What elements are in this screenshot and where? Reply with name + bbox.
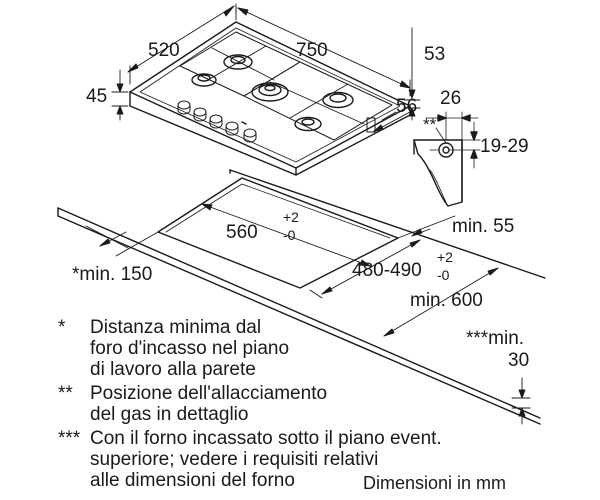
dimension-min-counter	[383, 267, 499, 337]
label-cutout-depth: 480-490	[352, 260, 422, 281]
label-width: 750	[296, 40, 328, 61]
burner-icon	[251, 82, 289, 102]
dimension-min-wall	[85, 225, 159, 257]
label-min-below-2: 30	[508, 350, 529, 371]
gas-connection-detail	[413, 111, 481, 207]
dimension-offset-top	[403, 27, 421, 121]
label-height: 45	[86, 86, 107, 107]
label-offset-side: 56	[396, 96, 417, 117]
label-depth: 520	[148, 40, 180, 61]
label-fitting-height: 19-29	[480, 136, 529, 157]
label-fitting-width: 26	[440, 88, 461, 109]
label-offset-top: 53	[424, 44, 445, 65]
label-min-front: min. 55	[452, 216, 514, 237]
label-cutout-depth-tol-minus: -0	[437, 267, 450, 283]
burner-icon	[191, 73, 217, 87]
label-cutout-width: 560	[226, 222, 258, 243]
units-caption: Dimensioni in mm	[363, 473, 507, 493]
control-knobs	[177, 100, 257, 143]
label-cutout-width-tol-minus: -0	[283, 227, 296, 243]
burner-icon	[322, 91, 354, 109]
label-min-below-1: ***min.	[466, 328, 524, 349]
dimension-height	[111, 69, 129, 121]
burner-icon	[294, 116, 322, 132]
label-detail-marker: **	[423, 115, 437, 134]
dimension-cutout-width	[201, 203, 371, 267]
label-cutout-width-tol-plus: +2	[283, 209, 299, 225]
dimension-cutout-depth	[309, 239, 421, 299]
dimension-min-below	[511, 377, 531, 425]
label-cutout-depth-tol-plus: +2	[437, 249, 453, 265]
dimension-offset-side	[372, 111, 411, 133]
label-min-counter: min. 600	[410, 290, 483, 311]
hob-drawing	[129, 21, 411, 176]
dimension-min-front	[397, 215, 456, 239]
burner-icon	[223, 54, 253, 70]
label-min-wall: *min. 150	[72, 264, 152, 285]
dimension-width	[235, 5, 411, 97]
